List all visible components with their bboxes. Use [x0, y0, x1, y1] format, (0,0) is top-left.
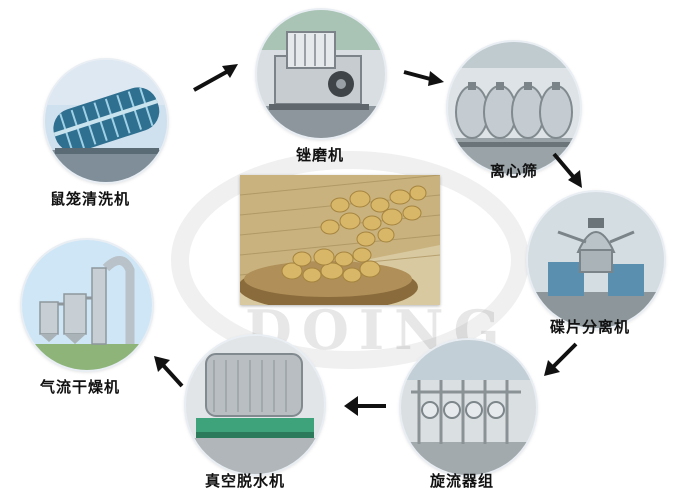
step-label: 真空脱水机	[205, 472, 285, 490]
vacuum-dewatering-photo	[186, 336, 324, 474]
hydrocyclone-photo	[401, 340, 536, 475]
step-label: 离心筛	[490, 162, 538, 180]
step-label: 锉磨机	[296, 146, 344, 164]
step-label: 碟片分离机	[550, 318, 630, 336]
arrow-right-icon	[190, 60, 242, 96]
potato-photo	[240, 175, 440, 305]
step-label: 旋流器组	[430, 472, 494, 490]
arrow-up-left-icon	[150, 352, 188, 392]
step-label: 气流干燥机	[40, 378, 120, 396]
arrow-right-icon	[400, 60, 448, 90]
arrow-down-right-icon	[548, 150, 588, 192]
step-label: 鼠笼清洗机	[50, 190, 130, 208]
drum-washer-photo	[45, 60, 167, 182]
arrow-left-icon	[340, 392, 390, 420]
arrow-down-left-icon	[540, 338, 582, 380]
flash-dryer-photo	[22, 240, 152, 370]
disc-separator-photo	[528, 192, 664, 328]
rasper-photo	[257, 10, 385, 138]
